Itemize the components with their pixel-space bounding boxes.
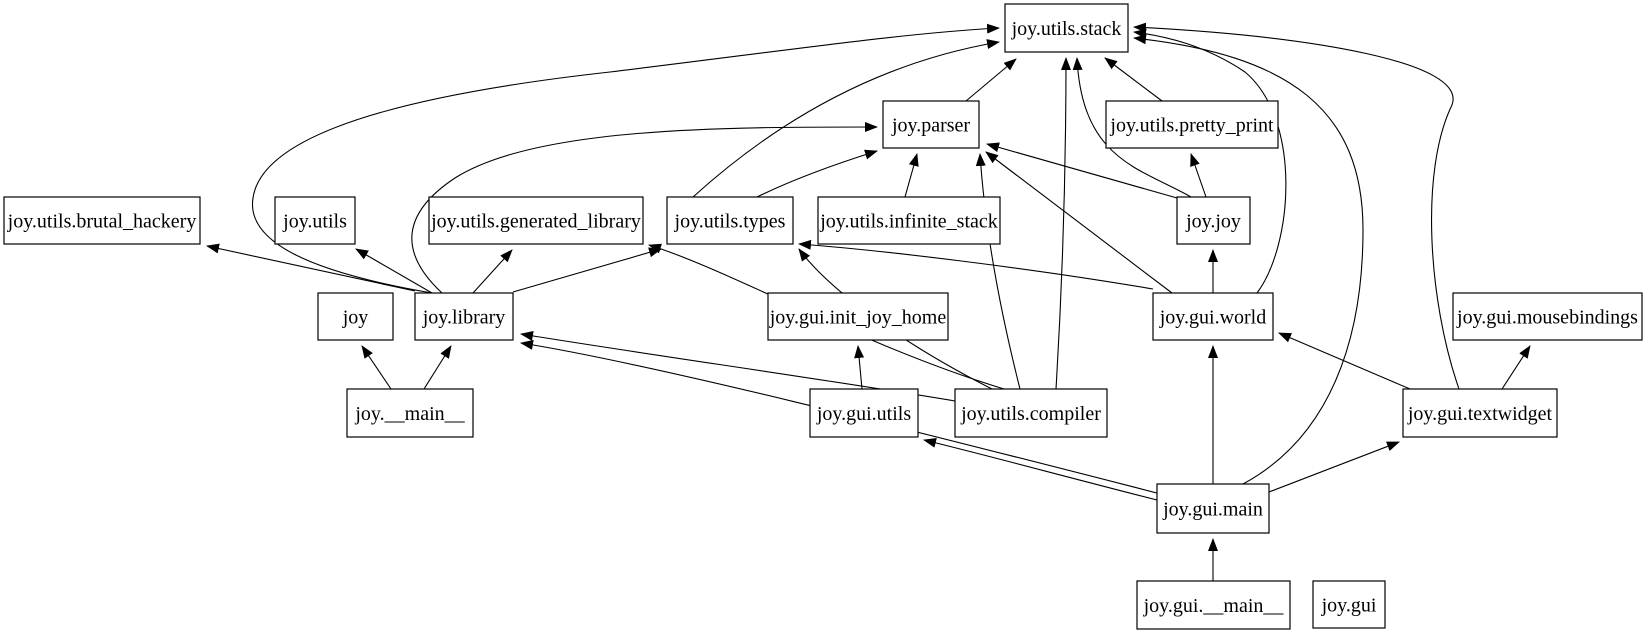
edge-pretty_print-to-stack bbox=[1104, 57, 1163, 102]
edge-gui_utils-to-init_joy_home bbox=[854, 345, 865, 390]
node-label-init_joy_home: joy.gui.init_joy_home bbox=[769, 307, 947, 329]
node-joy_main: joy.__main__ bbox=[346, 388, 474, 438]
node-infinite_stack: joy.utils.infinite_stack bbox=[817, 196, 1001, 245]
node-gui_main: joy.gui.main bbox=[1156, 483, 1270, 534]
node-gui: joy.gui bbox=[1312, 580, 1386, 629]
edge-joy_main-to-joy bbox=[361, 345, 392, 390]
node-label-pretty_print: joy.utils.pretty_print bbox=[1109, 115, 1274, 137]
edge-infinite_stack-to-parser bbox=[904, 153, 919, 198]
edge-joyjoy-to-pretty_print bbox=[1190, 153, 1207, 198]
node-compiler: joy.utils.compiler bbox=[954, 388, 1108, 438]
edge-library-to-parser bbox=[411, 122, 878, 294]
node-label-gui_main_main: joy.gui.__main__ bbox=[1143, 595, 1285, 617]
node-box-infinite_stack bbox=[817, 196, 1001, 245]
node-label-types: joy.utils.types bbox=[674, 211, 786, 233]
node-box-gui_main_main bbox=[1136, 580, 1291, 630]
node-box-stack bbox=[1004, 3, 1129, 53]
node-label-world: joy.gui.world bbox=[1159, 307, 1266, 329]
edge-world-to-types bbox=[798, 239, 1154, 290]
node-label-infinite_stack: joy.utils.infinite_stack bbox=[819, 211, 998, 233]
node-box-textwidget bbox=[1402, 388, 1558, 438]
node-label-brutal_hackery: joy.utils.brutal_hackery bbox=[7, 211, 197, 233]
node-box-gui_utils bbox=[809, 388, 919, 438]
nodes-layer: joy.utils.stack joy.parser joy.utils.prett… bbox=[3, 3, 1643, 630]
node-label-generated_library: joy.utils.generated_library bbox=[430, 211, 641, 233]
node-joy: joy bbox=[317, 292, 394, 341]
edge-types-to-parser bbox=[756, 149, 878, 198]
node-box-generated_library bbox=[428, 196, 644, 245]
edge-joy_main-to-library bbox=[423, 345, 452, 390]
edge-textwidget-to-stack bbox=[1133, 22, 1460, 390]
node-world: joy.gui.world bbox=[1152, 292, 1274, 341]
node-library: joy.library bbox=[414, 292, 514, 341]
edge-joyjoy-to-stack bbox=[1072, 57, 1192, 198]
edge-parser-to-stack bbox=[965, 58, 1017, 102]
edge-library-to-types bbox=[512, 247, 662, 293]
node-box-gui bbox=[1312, 580, 1386, 629]
node-utils: joy.utils bbox=[274, 196, 356, 245]
edge-types-to-stack bbox=[692, 39, 1000, 198]
node-box-brutal_hackery bbox=[3, 196, 201, 245]
node-box-init_joy_home bbox=[767, 292, 949, 341]
edge-library-to-utils bbox=[355, 248, 433, 294]
edge-world-to-parser bbox=[985, 151, 1173, 294]
node-box-joyjoy bbox=[1176, 196, 1251, 245]
edge-compiler-to-parser bbox=[975, 153, 1021, 390]
node-box-library bbox=[414, 292, 514, 341]
node-label-gui_utils: joy.gui.utils bbox=[816, 403, 911, 425]
node-label-compiler: joy.utils.compiler bbox=[960, 403, 1101, 425]
node-label-gui: joy.gui bbox=[1321, 595, 1377, 617]
node-brutal_hackery: joy.utils.brutal_hackery bbox=[3, 196, 201, 245]
node-label-textwidget: joy.gui.textwidget bbox=[1407, 403, 1553, 425]
node-label-joyjoy: joy.joy bbox=[1185, 211, 1241, 233]
edge-gui_main-to-stack bbox=[1133, 34, 1364, 485]
edge-textwidget-to-world bbox=[1278, 332, 1411, 390]
node-label-stack: joy.utils.stack bbox=[1011, 18, 1122, 40]
node-label-parser: joy.parser bbox=[891, 115, 970, 137]
node-label-joy_main: joy.__main__ bbox=[354, 403, 465, 425]
node-box-gui_main bbox=[1156, 483, 1270, 534]
edge-joyjoy-to-parser bbox=[986, 142, 1178, 199]
node-joyjoy: joy.joy bbox=[1176, 196, 1251, 245]
node-gui_main_main: joy.gui.__main__ bbox=[1136, 580, 1291, 630]
node-textwidget: joy.gui.textwidget bbox=[1402, 388, 1558, 438]
node-box-joy bbox=[317, 292, 394, 341]
node-stack: joy.utils.stack bbox=[1004, 3, 1129, 53]
edge-gui_main-to-gui_utils bbox=[923, 437, 1158, 501]
node-label-library: joy.library bbox=[422, 307, 506, 329]
node-generated_library: joy.utils.generated_library bbox=[428, 196, 644, 245]
node-mousebindings: joy.gui.mousebindings bbox=[1452, 292, 1643, 341]
node-parser: joy.parser bbox=[882, 100, 980, 149]
edge-compiler-to-stack bbox=[1055, 57, 1071, 390]
edge-library-to-generated_library bbox=[472, 249, 513, 294]
node-box-compiler bbox=[954, 388, 1108, 438]
node-box-pretty_print bbox=[1105, 100, 1279, 149]
node-label-utils: joy.utils bbox=[282, 211, 347, 233]
node-box-utils bbox=[274, 196, 356, 245]
node-box-world bbox=[1152, 292, 1274, 341]
node-pretty_print: joy.utils.pretty_print bbox=[1105, 100, 1279, 149]
edge-textwidget-to-mousebindings bbox=[1501, 345, 1531, 390]
node-box-parser bbox=[882, 100, 980, 149]
node-init_joy_home: joy.gui.init_joy_home bbox=[767, 292, 949, 341]
node-box-types bbox=[666, 196, 794, 245]
edge-world-to-stack bbox=[1133, 28, 1287, 294]
edge-gui_main-to-textwidget bbox=[1268, 441, 1400, 493]
node-gui_utils: joy.gui.utils bbox=[809, 388, 919, 438]
node-label-mousebindings: joy.gui.mousebindings bbox=[1456, 307, 1638, 329]
node-box-mousebindings bbox=[1452, 292, 1643, 341]
node-label-joy: joy bbox=[342, 307, 369, 329]
edges-layer bbox=[206, 22, 1531, 581]
node-box-joy_main bbox=[346, 388, 474, 438]
node-label-gui_main: joy.gui.main bbox=[1162, 499, 1263, 521]
edge-library-to-stack bbox=[251, 23, 1000, 294]
edge-library-to-brutal_hackery bbox=[206, 243, 416, 292]
node-types: joy.utils.types bbox=[666, 196, 794, 245]
